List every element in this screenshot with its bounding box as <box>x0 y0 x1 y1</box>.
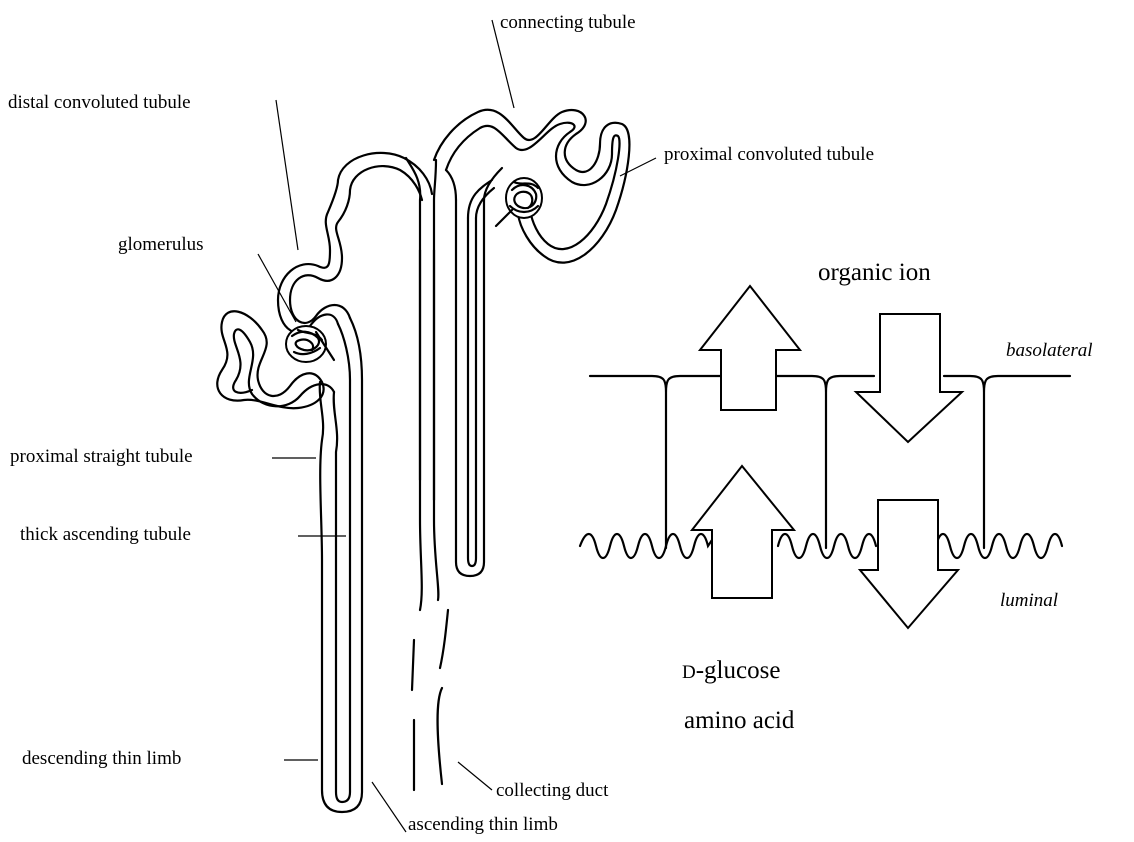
loop-of-henle-right-inner <box>468 218 476 566</box>
label-descending-thin-limb: descending thin limb <box>22 748 181 769</box>
label-basolateral: basolateral <box>1006 340 1093 361</box>
collecting-duct <box>406 158 448 790</box>
loop-of-henle-left-inner <box>334 324 350 802</box>
label-connecting-tubule: connecting tubule <box>500 12 636 33</box>
leader-connecting-tubule <box>492 20 514 108</box>
leader-collecting-duct <box>458 762 492 790</box>
label-amino-acid: amino acid <box>684 707 795 734</box>
label-distal-convoluted-tubule: distal convoluted tubule <box>8 92 191 113</box>
luminal-brush-border-left <box>580 534 712 558</box>
transport-schematic: organic ion basolateral luminal D-glucos… <box>580 259 1093 734</box>
distal-convoluted-left <box>290 166 422 323</box>
basolateral-membrane <box>590 376 1070 392</box>
label-organic-ion: organic ion <box>818 259 931 286</box>
arrow-down-luminal <box>860 500 958 628</box>
label-d-glucose-prefix: D <box>682 662 696 683</box>
distal-convoluted-left-inner <box>278 153 432 333</box>
loop-of-henle-left <box>320 318 362 812</box>
label-d-glucose: D-glucose <box>682 657 780 684</box>
label-luminal: luminal <box>1000 590 1058 611</box>
label-proximal-straight-tubule: proximal straight tubule <box>10 446 193 467</box>
proximal-tubule-right <box>446 168 502 218</box>
label-d-glucose-rest: -glucose <box>696 657 781 684</box>
glomerulus-left <box>286 326 334 362</box>
label-glomerulus: glomerulus <box>118 234 204 255</box>
label-proximal-convoluted-tubule: proximal convoluted tubule <box>664 144 874 165</box>
arrow-up-luminal <box>692 466 794 598</box>
arrow-up-basolateral <box>700 286 800 410</box>
leader-distal-convoluted <box>276 100 298 250</box>
leader-ascending-thin <box>372 782 406 832</box>
leader-glomerulus <box>258 254 296 322</box>
arrow-down-basolateral <box>856 314 962 442</box>
collecting-duct-right-wall <box>434 160 448 784</box>
loop-of-henle-right <box>456 200 484 576</box>
nephron-right <box>434 110 629 576</box>
leader-proximal-convoluted <box>620 158 656 176</box>
label-ascending-thin-limb: ascending thin limb <box>408 814 558 835</box>
label-thick-ascending-tubule: thick ascending tubule <box>20 524 191 545</box>
luminal-brush-border-right <box>936 534 1062 558</box>
nephron-left <box>217 153 432 812</box>
label-collecting-duct: collecting duct <box>496 780 609 801</box>
